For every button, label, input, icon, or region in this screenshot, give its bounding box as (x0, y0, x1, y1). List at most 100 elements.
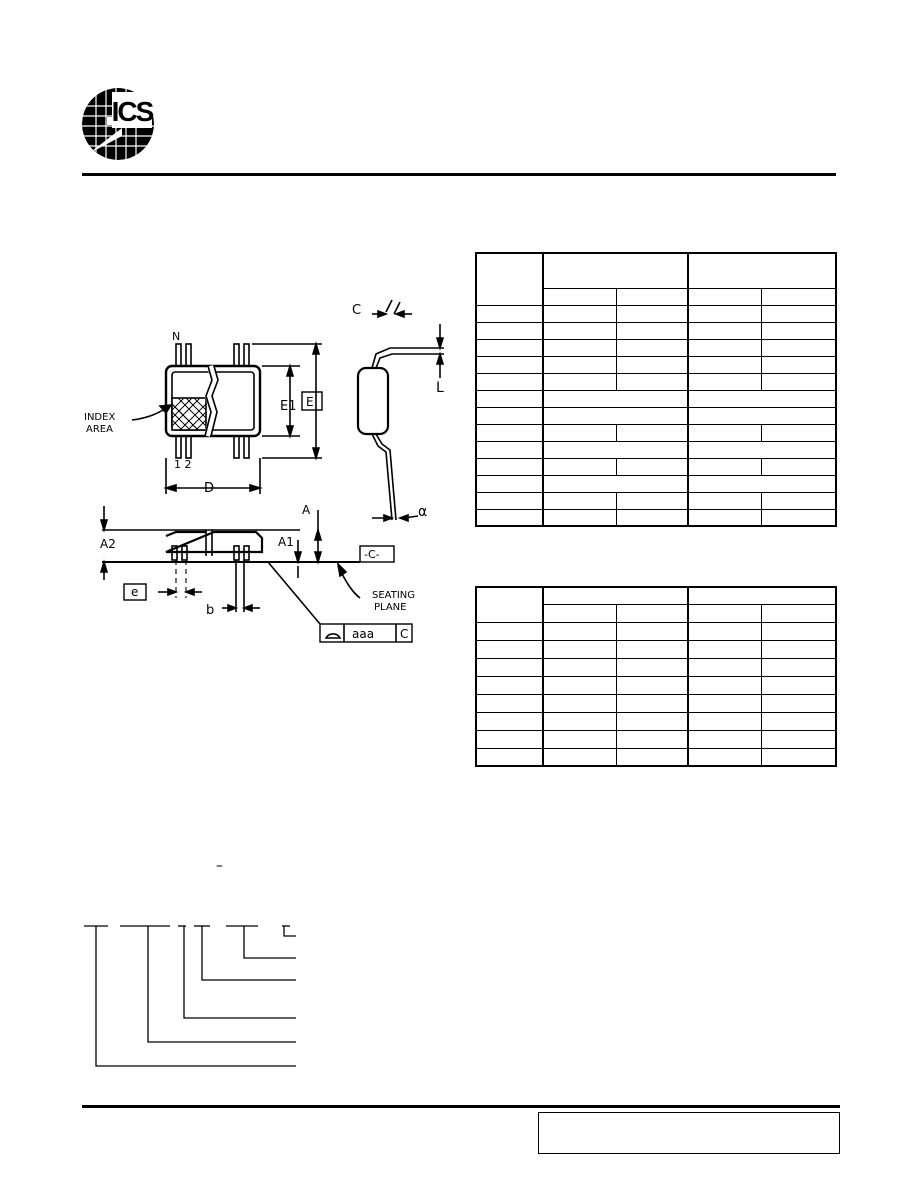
table-cell (687, 474, 837, 493)
table-cell (475, 440, 544, 459)
table-cell (475, 389, 544, 408)
table-cell (542, 747, 617, 767)
table-cell (475, 693, 544, 713)
table-cell (687, 621, 762, 641)
table-cell (475, 508, 544, 527)
label-l: L (436, 380, 444, 396)
table-cell (542, 372, 617, 391)
label-a1: A1 (278, 535, 294, 549)
table-cell (616, 457, 689, 476)
table-cell (687, 603, 762, 623)
header-rule (82, 173, 836, 176)
label-alpha: α (418, 504, 427, 520)
table-cell (542, 287, 617, 306)
table-cell (687, 675, 762, 695)
table-cell (542, 603, 617, 623)
end-view (356, 299, 445, 523)
table-cell (616, 621, 689, 641)
table-cell (542, 304, 617, 323)
table-cell (687, 372, 762, 391)
table-cell (542, 711, 617, 731)
dimension-table-1 (475, 252, 837, 527)
label-n: N (172, 330, 180, 343)
table-cell (616, 729, 689, 749)
label-fcf-c: C (400, 627, 408, 641)
table-cell (475, 423, 544, 442)
table-cell (616, 304, 689, 323)
ics-logo: ICS (82, 88, 154, 160)
table-cell (475, 321, 544, 340)
table-cell (542, 675, 617, 695)
table-cell (616, 508, 689, 527)
table-cell (475, 747, 544, 767)
table-cell (475, 372, 544, 391)
table-cell (475, 639, 544, 659)
table-cell (475, 406, 544, 425)
table-cell (761, 675, 837, 695)
table-cell (475, 474, 544, 493)
table-cell (687, 657, 762, 677)
order-dash: – (216, 858, 223, 874)
table-cell (475, 586, 544, 623)
label-aaa: aaa (352, 627, 374, 641)
table-cell (475, 621, 544, 641)
table-cell (687, 711, 762, 731)
table-cell (542, 389, 689, 408)
table-cell (687, 355, 762, 374)
table-cell (475, 338, 544, 357)
table-cell (616, 657, 689, 677)
table-cell (542, 355, 617, 374)
table-cell (761, 321, 837, 340)
table-cell (616, 693, 689, 713)
table-cell (475, 675, 544, 695)
label-pins: 1 2 (174, 458, 192, 471)
table-cell (616, 747, 689, 767)
table-cell (542, 457, 617, 476)
label-datum-c: -C- (364, 548, 380, 561)
table-cell (761, 508, 837, 527)
table-cell (542, 406, 689, 425)
table-cell (475, 355, 544, 374)
table-cell (761, 621, 837, 641)
table-cell (616, 372, 689, 391)
dimension-table-2 (475, 586, 837, 767)
table-cell (687, 423, 762, 442)
table-cell (687, 508, 762, 527)
table-cell (687, 406, 837, 425)
logo-text: ICS (112, 96, 154, 127)
table-cell (687, 321, 762, 340)
table-cell (761, 729, 837, 749)
table-cell (687, 440, 837, 459)
table-cell (475, 252, 544, 306)
label-c: C (352, 303, 361, 318)
table-cell (616, 491, 689, 510)
table-cell (761, 639, 837, 659)
table-cell (687, 491, 762, 510)
table-cell (475, 304, 544, 323)
ordering-info-diagram (84, 925, 296, 1067)
table-cell (542, 338, 617, 357)
table-cell (687, 287, 762, 306)
package-outline-drawing: C N INDEX AREA E1 E L 1 2 D α A A2 A1 -C… (84, 299, 445, 643)
label-a: A (302, 503, 311, 517)
table-cell (616, 639, 689, 659)
table-cell (761, 603, 837, 623)
table-cell (542, 508, 617, 527)
label-a2: A2 (100, 537, 116, 551)
table-cell (475, 729, 544, 749)
table-cell (761, 338, 837, 357)
table-cell (687, 639, 762, 659)
table-cell (542, 621, 617, 641)
footer-box (538, 1112, 840, 1154)
table-cell (687, 586, 837, 605)
table-cell (616, 321, 689, 340)
table-cell (542, 586, 689, 605)
table-cell (761, 711, 837, 731)
table-cell (761, 657, 837, 677)
front-view (165, 530, 264, 612)
table-cell (542, 729, 617, 749)
table-cell (616, 423, 689, 442)
table-cell (687, 693, 762, 713)
table-cell (761, 304, 837, 323)
table-cell (761, 457, 837, 476)
